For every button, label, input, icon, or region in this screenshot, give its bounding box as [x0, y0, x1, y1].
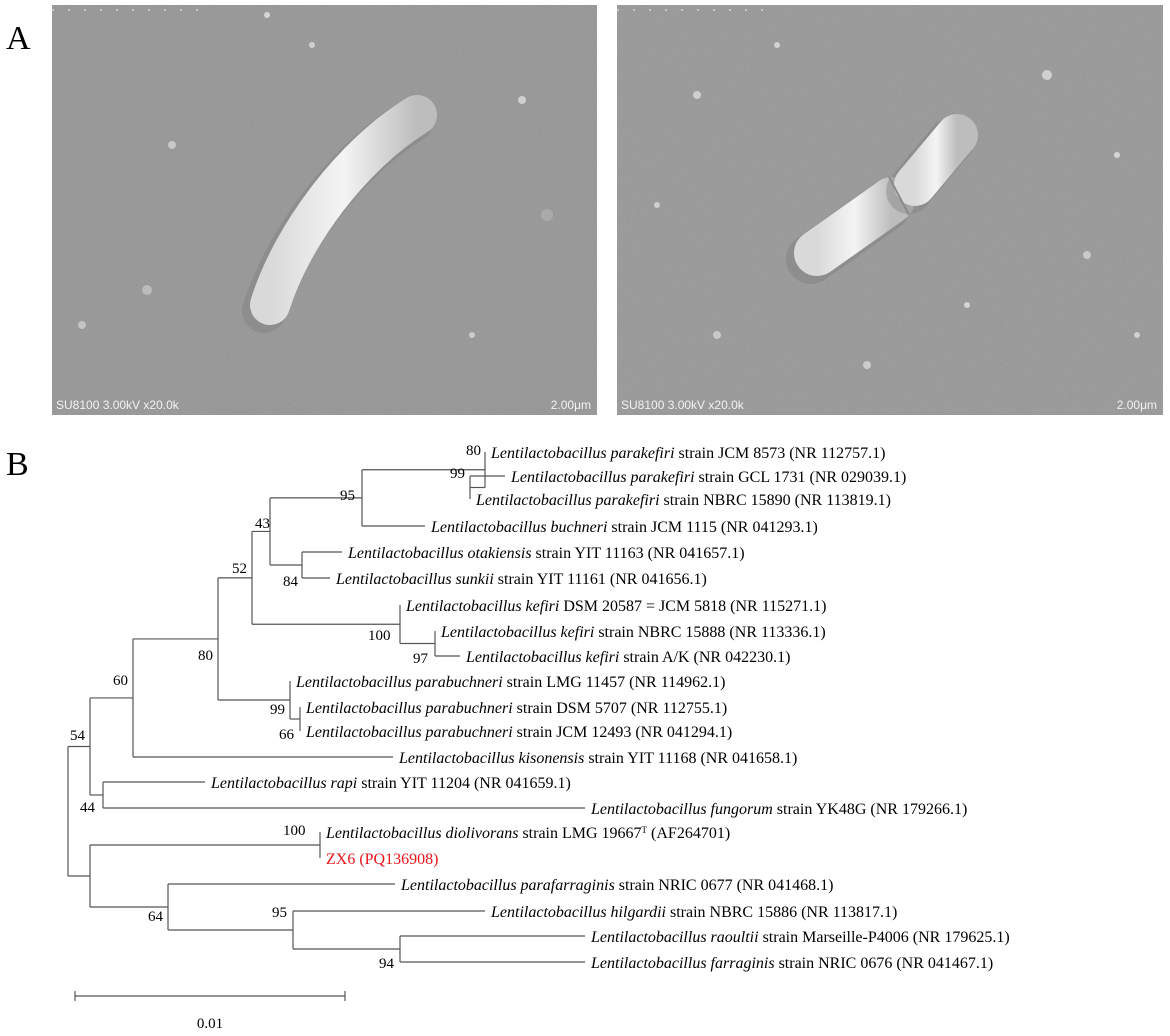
bootstrap-value: 44: [80, 800, 96, 816]
taxon-label: Lentilactobacillus kefiri DSM 20587 = JC…: [405, 598, 826, 615]
bootstrap-value: 66: [279, 727, 295, 743]
sem-scale-left: 2.00μm: [550, 398, 591, 412]
bootstrap-value: 99: [270, 702, 285, 718]
bootstrap-value: 80: [466, 443, 481, 459]
sem-info-right: SU8100 3.00kV x20.0k: [621, 398, 744, 412]
bootstrap-value: 80: [198, 648, 213, 664]
bootstrap-value: 95: [340, 488, 355, 504]
bootstrap-value: 97: [413, 651, 429, 667]
panel-b-label: B: [6, 446, 29, 483]
scale-bar-label: 0.01: [197, 1016, 223, 1032]
taxon-label: Lentilactobacillus kefiri strain NBRC 15…: [440, 624, 826, 641]
taxon-label: Lentilactobacillus sunkii strain YIT 111…: [335, 571, 707, 588]
sem-scale-right: 2.00μm: [1116, 398, 1157, 412]
bootstrap-value: 60: [113, 673, 128, 689]
bootstrap-value: 100: [368, 628, 391, 644]
bootstrap-value: 99: [450, 466, 465, 482]
taxon-label-highlighted: ZX6 (PQ136908): [326, 851, 438, 868]
sem-image-left: SU8100 3.00kV x20.0k 2.00μm: [52, 5, 597, 415]
taxon-label: Lentilactobacillus parakefiri strain GCL…: [510, 469, 906, 486]
panel-a-label: A: [6, 20, 31, 57]
taxon-label: Lentilactobacillus kefiri strain A/K (NR…: [465, 649, 790, 666]
taxon-label: Lentilactobacillus rapi strain YIT 11204…: [210, 775, 571, 792]
sem-scale-ruler-right: [617, 9, 777, 11]
sem-info-left: SU8100 3.00kV x20.0k: [56, 398, 179, 412]
taxon-label: Lentilactobacillus fungorum strain YK48G…: [590, 801, 967, 818]
taxon-label: Lentilactobacillus farraginis strain NRI…: [590, 955, 993, 972]
bootstrap-value: 64: [148, 909, 164, 925]
taxon-label: Lentilactobacillus buchneri strain JCM 1…: [430, 519, 818, 536]
bootstrap-value: 84: [283, 574, 299, 590]
sem-micrograph-left: [52, 5, 597, 415]
bootstrap-value: 95: [272, 905, 287, 921]
bootstrap-value: 54: [70, 728, 86, 744]
taxon-label: Lentilactobacillus otakiensis strain YIT…: [347, 545, 745, 562]
taxon-label: Lentilactobacillus diolivorans strain LM…: [325, 825, 730, 842]
sem-micrograph-right: [617, 5, 1163, 415]
taxon-label: Lentilactobacillus parabuchneri strain D…: [305, 700, 727, 717]
taxon-label: Lentilactobacillus parakefiri strain JCM…: [490, 445, 886, 462]
sem-image-right: SU8100 3.00kV x20.0k 2.00μm: [617, 5, 1163, 415]
taxon-label: Lentilactobacillus hilgardii strain NBRC…: [490, 904, 897, 921]
sem-scale-ruler-left: [52, 9, 212, 11]
taxon-label: Lentilactobacillus parakefiri strain NBR…: [475, 492, 891, 509]
bootstrap-value: 94: [379, 956, 395, 972]
taxon-label: Lentilactobacillus parabuchneri strain L…: [295, 674, 725, 691]
taxon-label: Lentilactobacillus parabuchneri strain J…: [305, 724, 732, 741]
phylogenetic-tree: Lentilactobacillus parakefiri strain JCM…: [67, 443, 1010, 1032]
taxon-label: Lentilactobacillus parafarraginis strain…: [400, 877, 833, 894]
bootstrap-value: 52: [232, 561, 247, 577]
taxon-label: Lentilactobacillus kisonensis strain YIT…: [398, 750, 797, 767]
bootstrap-value: 100: [283, 823, 306, 839]
bootstrap-value: 43: [255, 516, 270, 532]
taxon-label: Lentilactobacillus raoultii strain Marse…: [590, 929, 1010, 946]
